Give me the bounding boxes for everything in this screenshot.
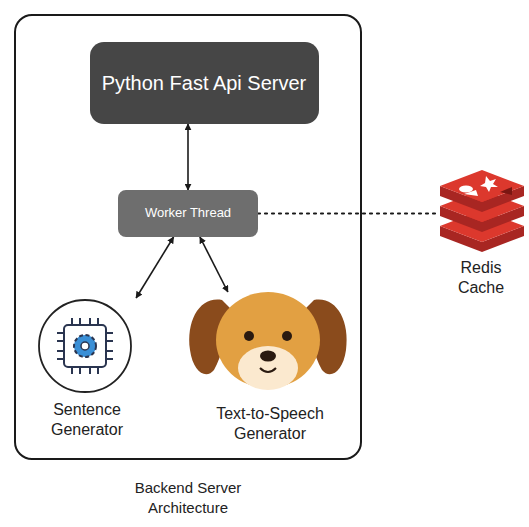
dotted-link [258,212,436,214]
api-server-box: Python Fast Api Server [90,42,319,124]
icon-label: Text-to-Speech Generator [192,404,348,444]
server-frame: Backend Server ArchitecturePython Fast A… [14,14,362,460]
arrow-connector [200,237,228,292]
icon-label: Sentence Generator [32,400,142,440]
icon-label: Redis Cache [436,258,526,298]
box-label: Python Fast Api Server [102,70,307,96]
arrow-connector [187,124,189,190]
arrow-connector [136,237,173,298]
ai-chip-icon [39,300,131,392]
architecture-caption: Backend Server Architecture [98,478,278,517]
redis-cache: Redis Cache [436,164,526,306]
worker-thread-box: Worker Thread [118,190,258,237]
redis-icon [440,170,524,252]
dog-icon [189,292,346,390]
tts-generator: Text-to-Speech Generator [192,292,348,458]
box-label: Worker Thread [145,205,231,222]
sentence-generator: Sentence Generator [32,298,142,458]
